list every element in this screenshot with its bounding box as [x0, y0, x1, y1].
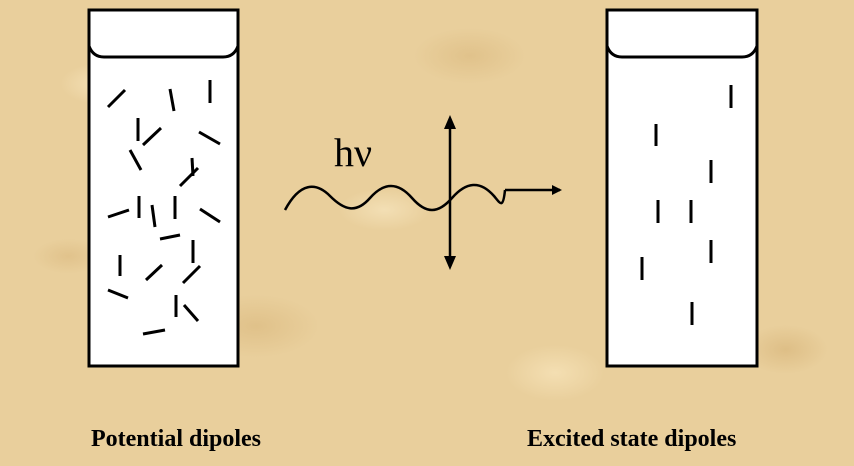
aligned-dipoles: [640, 85, 733, 325]
polarizer-arrow: [444, 115, 456, 270]
dipole: [150, 204, 157, 228]
right-cell-body: [605, 8, 759, 368]
photon: hν: [283, 130, 562, 212]
dipole: [199, 207, 221, 224]
photon-energy-label: hν: [334, 130, 372, 175]
dipole: [106, 88, 127, 109]
dipole: [107, 208, 130, 219]
left-cell-body: [87, 8, 240, 368]
dipole: [159, 233, 181, 241]
right-cell-meniscus: [605, 45, 759, 59]
dipole: [142, 328, 166, 336]
potential-dipoles-caption: Potential dipoles: [91, 426, 262, 452]
random-dipoles: [106, 80, 221, 336]
dipole: [144, 263, 164, 282]
left-sample-cell: [87, 8, 240, 368]
dipole: [190, 157, 195, 177]
dipole: [178, 166, 200, 188]
dipole: [182, 304, 200, 322]
dipole: [141, 126, 163, 147]
dipole: [107, 288, 129, 300]
excited-state-dipoles-caption: Excited state dipoles: [527, 426, 737, 452]
photon-wave: [283, 183, 507, 212]
polarizer-head-bottom: [444, 256, 456, 270]
polarizer-head-top: [444, 115, 456, 129]
dipole: [198, 130, 221, 146]
dipole: [128, 149, 143, 171]
dipole: [181, 264, 202, 285]
dipole: [168, 88, 176, 112]
right-sample-cell: [605, 8, 759, 368]
left-cell-meniscus: [87, 45, 240, 59]
